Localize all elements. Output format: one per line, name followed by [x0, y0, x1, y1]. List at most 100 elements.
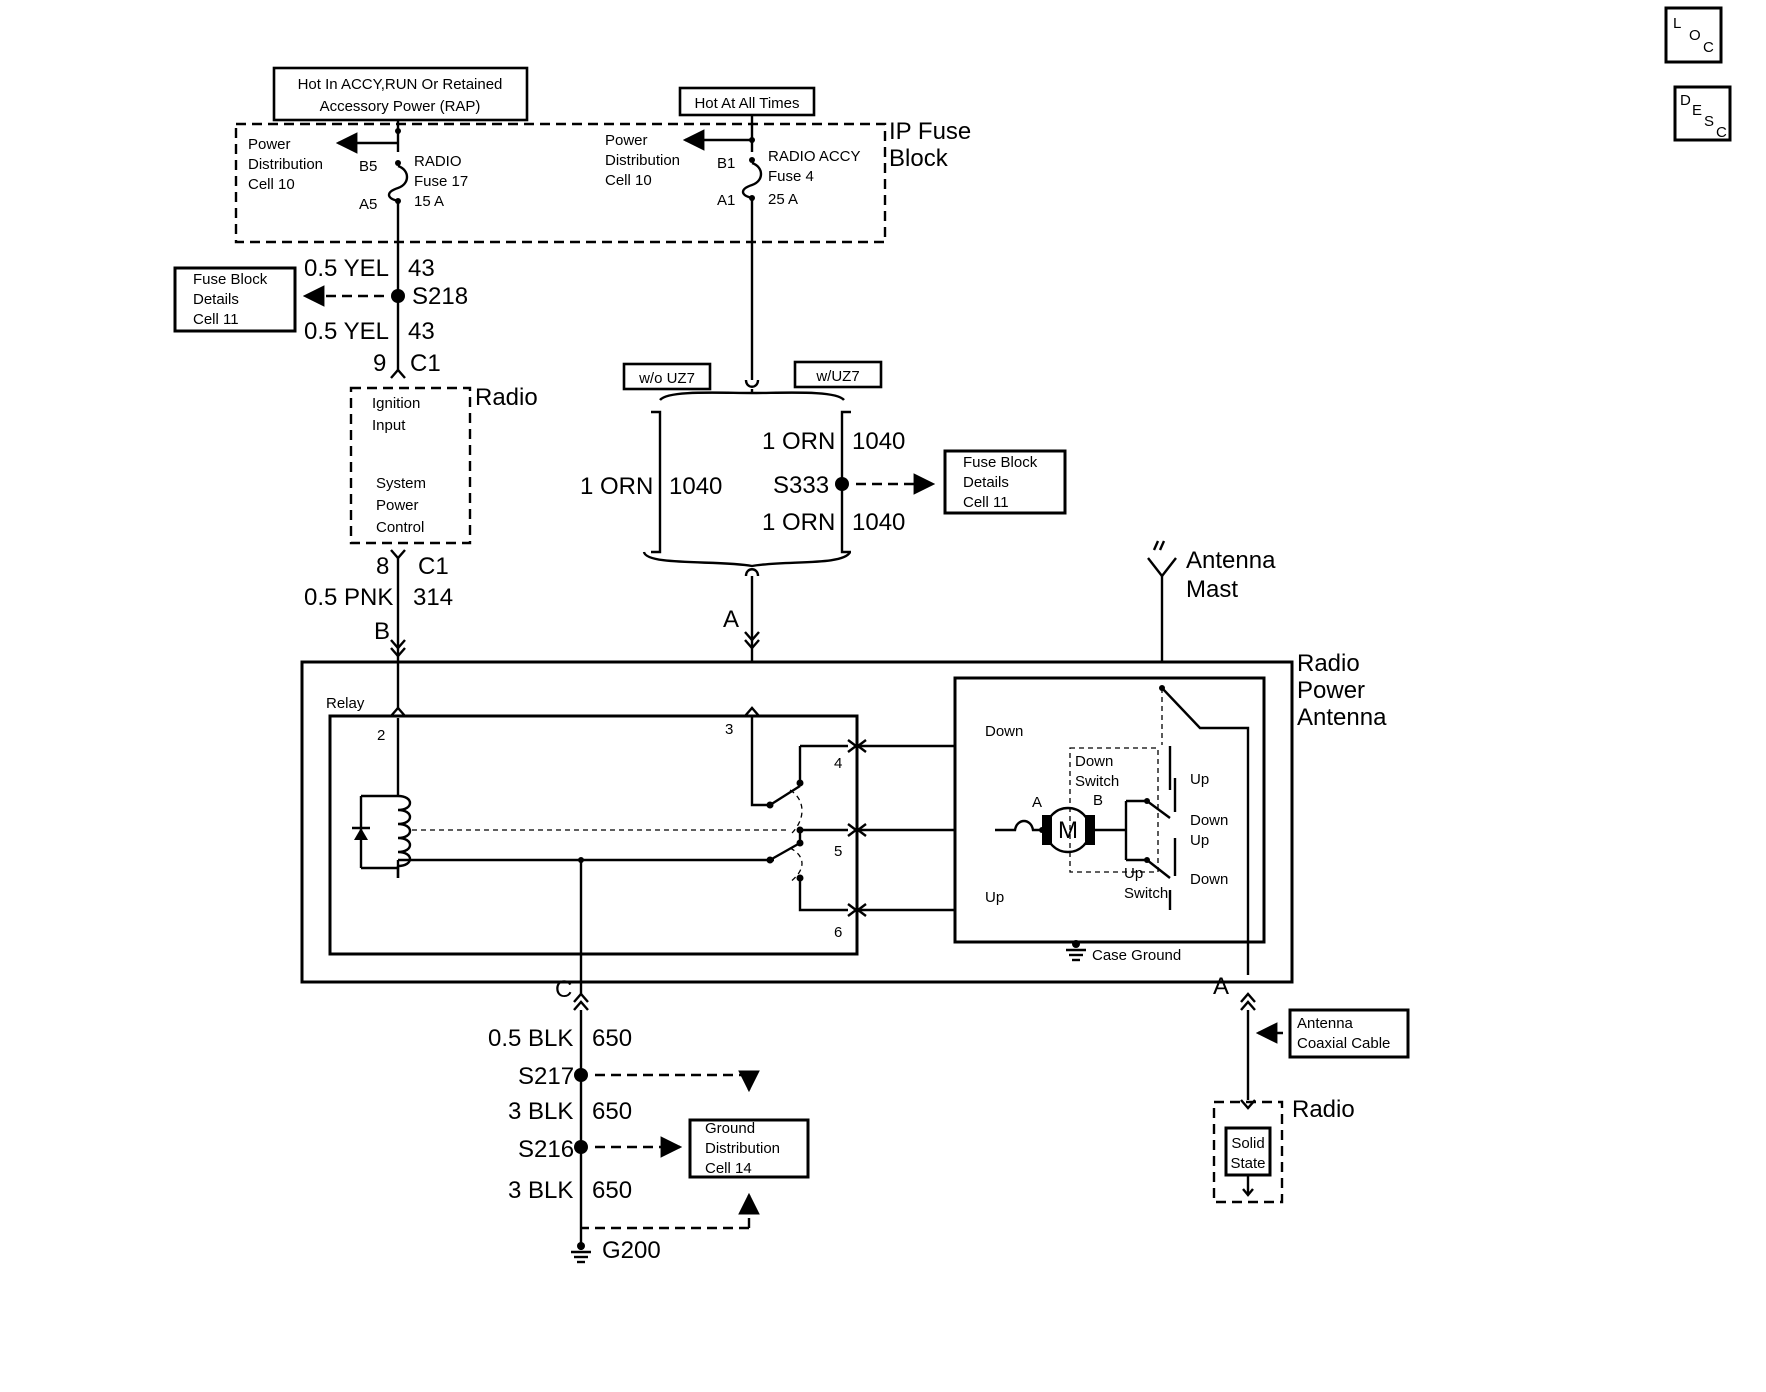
ip-fuse-block-outline: [234, 122, 887, 244]
wire-1040-w-size-bottom: 1 ORN: [762, 509, 835, 536]
antenna-mast-label: Antenna Mast: [1186, 547, 1276, 603]
option-bracket-bottom: [642, 551, 852, 568]
svg-text:Distribution: Distribution: [248, 156, 323, 173]
svg-text:Antenna: Antenna: [1297, 704, 1387, 731]
connector-c1-bottom: C1: [418, 553, 449, 580]
hot-all-times-label-box: Hot At All Times: [678, 86, 816, 117]
svg-text:L: L: [1673, 15, 1681, 32]
fuse17-terminal-top: [395, 160, 401, 166]
radio-power-antenna-label: Radio Power Antenna: [1297, 650, 1387, 731]
wire-314-circuit: 314: [413, 584, 453, 611]
wire-650-circuit-1: 650: [592, 1025, 632, 1052]
solid-state-box: Solid State: [1224, 1126, 1272, 1177]
fuse4-pin-a1: A1: [717, 192, 735, 209]
relay-pin3-connector: [744, 706, 760, 717]
svg-text:Block: Block: [889, 145, 949, 172]
svg-text:Accessory Power (RAP): Accessory Power (RAP): [320, 98, 481, 115]
antenna-coaxial-cable-ref[interactable]: Antenna Coaxial Cable: [1288, 1008, 1410, 1059]
svg-text:Distribution: Distribution: [705, 1140, 780, 1157]
hot-accy-label-box: Hot In ACCY,RUN Or Retained Accessory Po…: [272, 66, 529, 122]
svg-text:Cell 11: Cell 11: [963, 494, 1009, 511]
wire-650-circuit-3: 650: [592, 1177, 632, 1204]
connector-c1-pin8: 8: [376, 553, 389, 580]
svg-text:Input: Input: [372, 417, 406, 434]
radio-component-outline: [349, 386, 472, 545]
svg-text:System: System: [376, 475, 426, 492]
svg-text:E: E: [1692, 102, 1702, 119]
relay-contact-lower: [766, 789, 848, 912]
svg-text:Fuse 17: Fuse 17: [414, 173, 468, 190]
svg-text:RADIO ACCY: RADIO ACCY: [768, 148, 861, 165]
wire-43-circuit-top: 43: [408, 255, 435, 282]
wire-650-size-2: 3 BLK: [508, 1098, 573, 1125]
wire-1040-wo-size: 1 ORN: [580, 473, 653, 500]
splice-s217-label: S217: [518, 1063, 574, 1090]
svg-text:M: M: [1058, 817, 1078, 844]
desc-button[interactable]: D E S C: [1673, 85, 1732, 142]
svg-text:C: C: [1703, 39, 1714, 56]
relay-pin-6: 6: [834, 924, 842, 941]
option-bracket-top: [659, 389, 845, 401]
svg-text:Coaxial Cable: Coaxial Cable: [1297, 1035, 1390, 1052]
antenna-pin-a-coax: A: [1213, 973, 1229, 1000]
svg-text:Radio: Radio: [1297, 650, 1360, 677]
svg-text:Hot At All Times: Hot At All Times: [694, 95, 799, 112]
fuse-block-details-left[interactable]: Fuse Block Details Cell 11: [173, 266, 297, 333]
wire-43-size-bottom: 0.5 YEL: [304, 318, 389, 345]
radio-coax-outline: [1212, 1100, 1284, 1204]
svg-text:Cell 14: Cell 14: [705, 1160, 752, 1177]
svg-text:Distribution: Distribution: [605, 152, 680, 169]
ground-g200-label: G200: [602, 1237, 661, 1264]
svg-text:Up: Up: [1190, 832, 1209, 849]
svg-text:Up: Up: [1124, 865, 1143, 882]
fuse4-pin-b1: B1: [717, 155, 735, 172]
relay-label: Relay: [326, 695, 365, 712]
splice-s333-label: S333: [773, 472, 829, 499]
motor-assembly-box: [953, 676, 1266, 944]
up-switch[interactable]: [1126, 838, 1177, 910]
wire-1040-w-size-top: 1 ORN: [762, 428, 835, 455]
svg-text:Power: Power: [248, 136, 291, 153]
option-without-uz7: w/o UZ7: [622, 362, 712, 391]
loc-button[interactable]: L O C: [1664, 6, 1723, 64]
wire-43-size-top: 0.5 YEL: [304, 255, 389, 282]
wire-1040-wo-circuit: 1040: [669, 473, 722, 500]
svg-text:Solid: Solid: [1231, 1135, 1264, 1152]
svg-text:C: C: [1716, 124, 1727, 141]
svg-text:Down: Down: [1075, 753, 1113, 770]
down-switch-label: Down Switch: [1075, 753, 1119, 790]
wire-1040-w-circuit-bottom: 1040: [852, 509, 905, 536]
power-distribution-left-label: Power Distribution Cell 10: [248, 136, 323, 193]
svg-text:Ground: Ground: [705, 1120, 755, 1137]
svg-text:Mast: Mast: [1186, 576, 1238, 603]
svg-text:Switch: Switch: [1075, 773, 1119, 790]
wire-650-size-3: 3 BLK: [508, 1177, 573, 1204]
svg-text:Cell 10: Cell 10: [605, 172, 652, 189]
up-switch-label: Up Switch: [1124, 865, 1168, 902]
svg-text:Up: Up: [1190, 771, 1209, 788]
fuse17-pin-b5: B5: [359, 158, 377, 175]
wire-1040-without-uz7: [651, 410, 662, 554]
ground-g200-icon: [571, 1242, 591, 1264]
antenna-pin-b: B: [374, 618, 390, 645]
svg-text:Power: Power: [1297, 677, 1365, 704]
splice-s217: [574, 1068, 588, 1082]
case-ground-label: Case Ground: [1092, 947, 1181, 964]
motor-terminal-a-label: A: [1032, 794, 1042, 811]
svg-text:IP Fuse: IP Fuse: [889, 118, 971, 145]
svg-text:Details: Details: [193, 291, 239, 308]
coax-connector-symbol: [1240, 992, 1256, 1011]
fuse-block-details-right[interactable]: Fuse Block Details Cell 11: [943, 449, 1067, 515]
wire-650-circuit-2: 650: [592, 1098, 632, 1125]
power-tap-node: [395, 128, 401, 134]
connector-c1-pin9: 9: [373, 350, 386, 377]
radio-label: Radio: [475, 384, 538, 411]
coax-internal-wire: [1161, 687, 1250, 975]
connector-c1-top: C1: [410, 350, 441, 377]
fuse17-symbol: [387, 164, 409, 203]
ground-distribution-ref[interactable]: Ground Distribution Cell 14: [688, 1118, 810, 1179]
svg-text:Control: Control: [376, 519, 424, 536]
down-switch[interactable]: [1126, 746, 1177, 819]
svg-text:Ignition: Ignition: [372, 395, 420, 412]
